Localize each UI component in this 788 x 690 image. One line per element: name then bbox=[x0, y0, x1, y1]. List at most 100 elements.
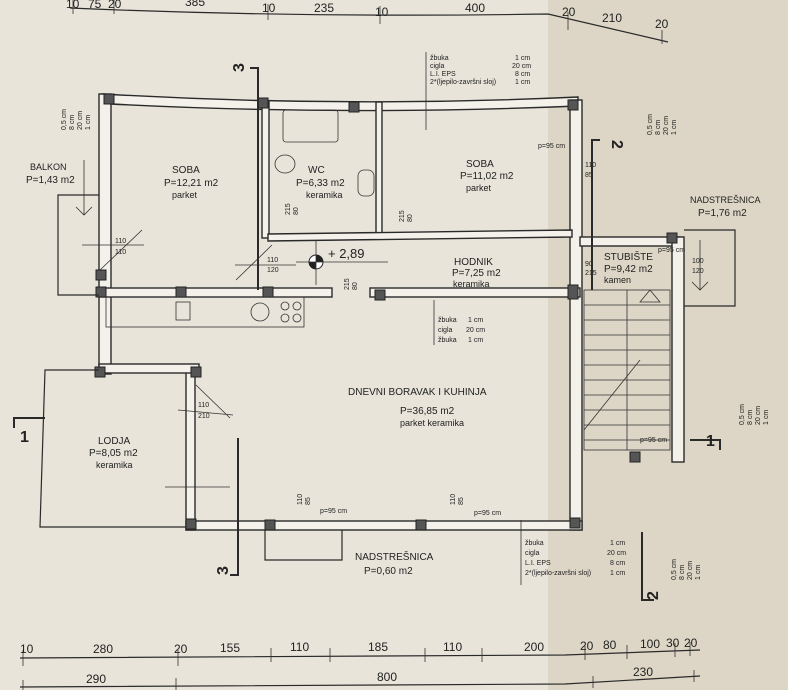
room-name: HODNIK bbox=[454, 257, 493, 268]
annotation-text: 20 cm bbox=[77, 111, 84, 130]
annotation-text: 1 cm bbox=[763, 410, 770, 425]
toilet bbox=[274, 154, 296, 174]
room-name: NADSTREŠNICA bbox=[690, 195, 761, 205]
balkon-slope-arrow bbox=[75, 160, 93, 216]
annotation-text: žbuka bbox=[438, 337, 457, 344]
section-3-top: 3 bbox=[231, 63, 248, 72]
annotation-text: 8 cm bbox=[515, 71, 530, 78]
annotation-text: 200 bbox=[524, 640, 544, 654]
annotation-text: 100 bbox=[692, 258, 704, 265]
dim-top: 10 bbox=[262, 1, 276, 15]
annotation-text: 110 bbox=[585, 162, 596, 169]
annotation-text: 2*(ljepilo-završni sloj) bbox=[430, 79, 496, 86]
annotation-text: 110 bbox=[198, 402, 209, 409]
dim-top: 20 bbox=[655, 17, 669, 31]
room-area: P=9,42 m2 bbox=[604, 264, 653, 275]
room-floor: keramika bbox=[96, 460, 133, 470]
room-area: P=7,25 m2 bbox=[452, 268, 501, 279]
section-2-top: 2 bbox=[608, 140, 625, 149]
annotation-text: 0,5 cm bbox=[671, 559, 678, 580]
room-labels: SOBA P=12,21 m2 parket WC P=6,33 m2 kera… bbox=[26, 159, 761, 577]
annotation-text: 230 bbox=[633, 665, 653, 679]
room-name: BALKON bbox=[30, 162, 67, 172]
annotation-text: žbuka bbox=[525, 540, 544, 547]
kitchen-appliance bbox=[250, 302, 270, 322]
bathtub bbox=[282, 109, 339, 143]
stove-burner bbox=[280, 301, 290, 311]
level-marker: + 2,89 bbox=[296, 240, 388, 285]
annotation-text: 90 bbox=[585, 261, 593, 268]
room-floor: keramika bbox=[453, 279, 490, 289]
annotation-text: 155 bbox=[220, 641, 240, 655]
bottom-dimension-lines: 10 280 20 155 110 185 110 200 20 80 100 … bbox=[19, 636, 701, 690]
room-area: P=0,60 m2 bbox=[364, 566, 413, 577]
dim-top: 20 bbox=[562, 5, 576, 19]
annotation-text: 20 cm bbox=[466, 327, 485, 334]
annotation-text: 100 bbox=[640, 637, 660, 651]
annotation-text: 120 bbox=[692, 268, 704, 275]
room-area: P=11,02 m2 bbox=[460, 171, 514, 182]
bathroom-fixtures bbox=[274, 109, 375, 197]
top-dimension-line: 10 75 20 385 10 235 10 400 20 210 20 bbox=[66, 0, 669, 44]
section-3-bottom: 3 bbox=[215, 566, 232, 575]
dim-top: 10 bbox=[66, 0, 80, 11]
section-markers: 3 3 1 1 2 2 bbox=[13, 63, 721, 601]
annotation-text: 20 cm bbox=[512, 63, 531, 70]
annotation-text: 185 bbox=[368, 640, 388, 654]
annotation-text: p=95 cm bbox=[320, 508, 347, 515]
annotation-text: cigla bbox=[438, 327, 453, 334]
annotation-text: p=95 cm bbox=[538, 143, 565, 150]
annotation-text: 1 cm bbox=[610, 570, 625, 577]
room-area: P=36,85 m2 bbox=[400, 406, 455, 417]
annotation-text: 1 cm bbox=[468, 337, 483, 344]
lodja-outline bbox=[39, 369, 186, 528]
annotation-text: 2*(ljepilo-završni sloj) bbox=[525, 570, 591, 577]
annotation-text: 120 bbox=[267, 267, 279, 274]
room-area: P=8,05 m2 bbox=[89, 448, 138, 459]
annotation-text: 110 bbox=[450, 494, 457, 505]
annotation-text: 8 cm bbox=[747, 410, 754, 425]
annotation-text: 110 bbox=[115, 249, 126, 256]
annotation-text: 8 cm bbox=[610, 560, 625, 567]
annotation-text: 210 bbox=[198, 413, 210, 420]
room-floor: parket bbox=[172, 190, 198, 200]
dim-top: 10 bbox=[375, 5, 389, 19]
annotation-text: 85 bbox=[305, 497, 312, 505]
room-name: NADSTREŠNICA bbox=[355, 550, 434, 563]
nadstresnica-bottom-outline bbox=[264, 530, 343, 561]
annotation-text: 0,5 cm bbox=[61, 109, 68, 130]
annotation-text: 8 cm bbox=[655, 120, 662, 135]
room-name: DNEVNI BORAVAK I KUHINJA bbox=[348, 387, 487, 398]
room-floor: parket keramika bbox=[400, 418, 464, 428]
dim-top: 235 bbox=[314, 1, 334, 15]
room-floor: parket bbox=[466, 183, 492, 193]
annotation-text: cigla bbox=[430, 63, 445, 70]
room-area: P=6,33 m2 bbox=[296, 178, 345, 189]
annotation-text: 290 bbox=[86, 672, 106, 686]
annotation-text: 110 bbox=[290, 640, 309, 654]
annotation-text: 1 cm bbox=[85, 115, 92, 130]
room-area: P=1,76 m2 bbox=[698, 208, 747, 219]
walls bbox=[94, 93, 685, 531]
annotation-text: žbuka bbox=[438, 317, 457, 324]
room-floor: kamen bbox=[604, 275, 631, 285]
annotation-text: cigla bbox=[525, 550, 540, 557]
section-1-left: 1 bbox=[20, 429, 29, 446]
annotation-text: 20 bbox=[684, 636, 698, 650]
annotation-text: 1 cm bbox=[671, 120, 678, 135]
annotation-text: 215 bbox=[344, 278, 351, 290]
annotation-text: L.I. EPS bbox=[430, 71, 456, 78]
annotation-text: 20 bbox=[174, 642, 188, 656]
annotation-text: 800 bbox=[377, 670, 397, 684]
annotation-text: p=95 cm bbox=[640, 437, 667, 444]
annotation-text: 1 cm bbox=[610, 540, 625, 547]
annotation-text: 1 cm bbox=[515, 79, 530, 86]
wall-layers-side: 0,5 cm 8 cm 20 cm 1 cm 0,5 cm 8 cm 20 cm… bbox=[61, 109, 770, 580]
annotation-text: p=95 cm bbox=[474, 510, 501, 517]
room-name: SOBA bbox=[466, 159, 494, 170]
section-1-right: 1 bbox=[706, 433, 715, 450]
annotation-text: 110 bbox=[443, 640, 462, 654]
